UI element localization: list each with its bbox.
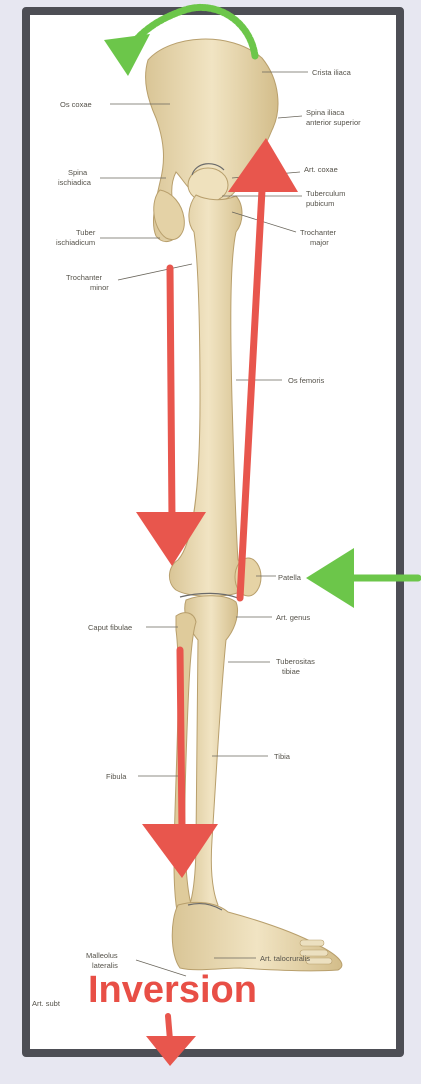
femur-down-arrow-shaft (170, 268, 172, 520)
label-trochanter-major-1: Trochanter (300, 228, 336, 237)
label-art-genus: Art. genus (276, 613, 310, 622)
rotation-arrowhead-icon (104, 34, 150, 76)
label-trochanter-minor-1: Trochanter (66, 273, 102, 282)
patella-push-arrowhead-icon (306, 548, 354, 608)
label-os-femoris: Os femoris (288, 376, 325, 385)
label-os-coxae: Os coxae (60, 100, 92, 109)
label-malleolus-1: Malleolus (86, 951, 118, 960)
label-spina-iliaca-2: anterior superior (306, 118, 361, 127)
label-spina-ischiadica-2: ischiadica (58, 178, 92, 187)
inversion-label: Inversion (88, 969, 257, 1011)
label-patella: Patella (278, 573, 302, 582)
label-art-talocruralis: Art. talocruralis (260, 954, 310, 963)
label-trochanter-minor-2: minor (90, 283, 109, 292)
label-spina-iliaca-1: Spina iliaca (306, 108, 345, 117)
label-tuberculum-1: Tuberculum (306, 189, 345, 198)
label-tuberositas-1: Tuberositas (276, 657, 315, 666)
foot-down-arrowhead-icon (146, 1036, 196, 1066)
label-caput-fibulae: Caput fibulae (88, 623, 132, 632)
label-spina-ischiadica-1: Spina (68, 168, 88, 177)
label-fibula: Fibula (106, 772, 127, 781)
label-tuber-2: ischiadicum (56, 238, 95, 247)
label-tuber-1: Tuber (76, 228, 96, 237)
label-tuberositas-2: tibiae (282, 667, 300, 676)
leg-down-arrow-shaft (180, 650, 182, 830)
label-tuberculum-2: pubicum (306, 199, 334, 208)
label-tibia: Tibia (274, 752, 291, 761)
label-trochanter-major-2: major (310, 238, 329, 247)
label-art-coxae: Art. coxae (304, 165, 338, 174)
label-art-subtalaris: Art. subt (32, 999, 61, 1008)
femur-up-arrow-shaft (240, 190, 262, 598)
label-crista-iliaca: Crista iliaca (312, 68, 352, 77)
